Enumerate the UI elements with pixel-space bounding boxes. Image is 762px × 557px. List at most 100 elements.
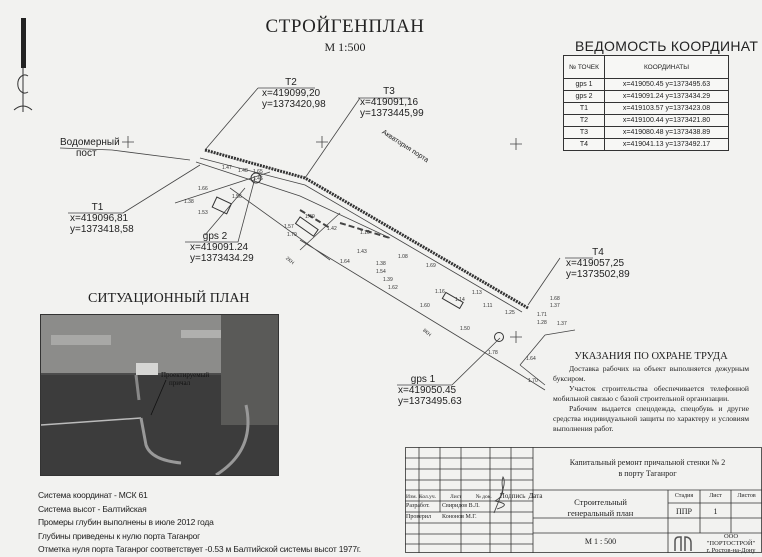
depth-label: 1.70 [528, 378, 538, 384]
note-line: Система высот - Балтийская [38, 503, 147, 514]
situation-plan-title: СИТУАЦИОННЫЙ ПЛАН [88, 291, 250, 306]
drawing-title: СТРОЙГЕНПЛАН [265, 16, 425, 37]
depth-label: 1.64 [340, 259, 350, 265]
column-header: № ТОЧЕК [563, 55, 605, 79]
grid-crosshair [122, 136, 522, 343]
note-line: Промеры глубин выполнены в июле 2012 год… [38, 517, 214, 527]
depth-label: 1.48 [238, 168, 248, 174]
depth-label: 1.79 [287, 232, 297, 238]
depth-label: 1.38 [184, 199, 194, 205]
depth-label: 1.38 [376, 261, 386, 267]
sheet-value: 1 [713, 507, 718, 516]
depth-label: 1.37 [557, 321, 567, 327]
depth-label: 1.43 [357, 249, 367, 255]
sheet-label: Лист [709, 493, 722, 499]
signature-icon [493, 476, 505, 514]
checked-label: Проверил [406, 514, 431, 520]
checked-by: Кононов М.Г. [442, 514, 477, 520]
depth-label: 1.14 [455, 297, 465, 303]
note-line: Глубины приведены к нулю порта Таганрог [38, 530, 201, 541]
drawing-scale: М 1:500 [324, 40, 366, 54]
project-name: Капитальный ремонт причальной стенки № 2… [569, 458, 726, 478]
safety-paragraph: Рабочим выдается спецодежда, спецобувь и… [553, 404, 749, 433]
aerial-photo-image [41, 315, 278, 475]
quay-edge-line [204, 148, 529, 310]
depth-label: 1.16 [435, 289, 445, 295]
depth-label: 1.46 [253, 176, 263, 182]
building-t1 [211, 196, 233, 215]
depth-label: 1.66 [198, 186, 208, 192]
coordinates-table-title: ВЕДОМОСТЬ КООРДИНАТ [575, 38, 759, 54]
north-arrow-icon [13, 18, 33, 112]
note-line: Система координат - МСК 61 [38, 490, 148, 500]
depth-label: 1.50 [460, 326, 470, 332]
leader-t2 [204, 87, 315, 151]
depth-label: 1.54 [376, 269, 386, 275]
depth-label: 1.13 [472, 290, 482, 296]
safety-paragraph: Участок строительства обеспечивается тел… [553, 384, 749, 403]
safety-instructions: УКАЗАНИЯ ПО ОХРАНЕ ТРУДА Доставка рабочи… [553, 351, 749, 434]
depth-label: 1.78 [488, 350, 498, 356]
depth-label: 1.25 [505, 310, 515, 316]
gps1-marker [494, 332, 504, 342]
leader-gauge-post [59, 147, 191, 161]
leader-t3 [304, 97, 410, 179]
safety-paragraph: Доставка рабочих на объект выполняется д… [553, 364, 749, 383]
depth-label: 1.42 [327, 226, 337, 232]
depth-label: 1.10 [360, 230, 370, 236]
note-line: Отметка нуля порта Таганрог соответствуе… [38, 544, 361, 554]
column-header: КООРДИНАТЫ [604, 55, 729, 79]
depth-label: 1.60 [420, 303, 430, 309]
title-block-scale: М 1 : 500 [584, 537, 617, 546]
depth-label: 1.49 [305, 214, 315, 220]
leader-t4 [527, 257, 593, 306]
stage-value: ППР [675, 507, 692, 516]
depth-label: 1.53 [198, 210, 208, 216]
depth-label: 1.28 [537, 320, 547, 326]
depth-label: 1.08 [398, 254, 408, 260]
company-name: ООО"ПОРТОСТРОЙ"г. Ростов-на-Дону [706, 533, 756, 554]
depth-label: 1.56 [232, 194, 242, 200]
sheets-label: Листов [737, 493, 756, 499]
depth-label: 1.57 [284, 224, 294, 230]
company-logo-icon [674, 536, 692, 551]
depth-label: 1.68 [550, 296, 560, 302]
depth-label: 1.47 [222, 165, 232, 171]
developed-label: Разработ. [406, 503, 430, 509]
depth-label: 1.69 [426, 263, 436, 269]
drawing-notes: Система координат - МСК 61 Система высот… [38, 489, 361, 557]
depth-label: 1.39 [383, 277, 393, 283]
depth-label: 1.62 [388, 285, 398, 291]
leader-t1 [68, 164, 201, 214]
depth-label: 1.65 [253, 169, 263, 175]
developed-by: Свиридов В.Л. [442, 503, 480, 509]
depth-label: 1.71 [537, 312, 547, 318]
depth-label: 1.37 [550, 303, 560, 309]
depth-label: 1.11 [483, 303, 493, 309]
gps2-marker [250, 172, 262, 184]
stage-label: Стадия [674, 493, 694, 499]
safety-title: УКАЗАНИЯ ПО ОХРАНЕ ТРУДА [574, 351, 728, 362]
depth-label: 1.64 [526, 356, 536, 362]
leader-gps1 [397, 337, 501, 386]
leader-gps2 [185, 177, 256, 243]
